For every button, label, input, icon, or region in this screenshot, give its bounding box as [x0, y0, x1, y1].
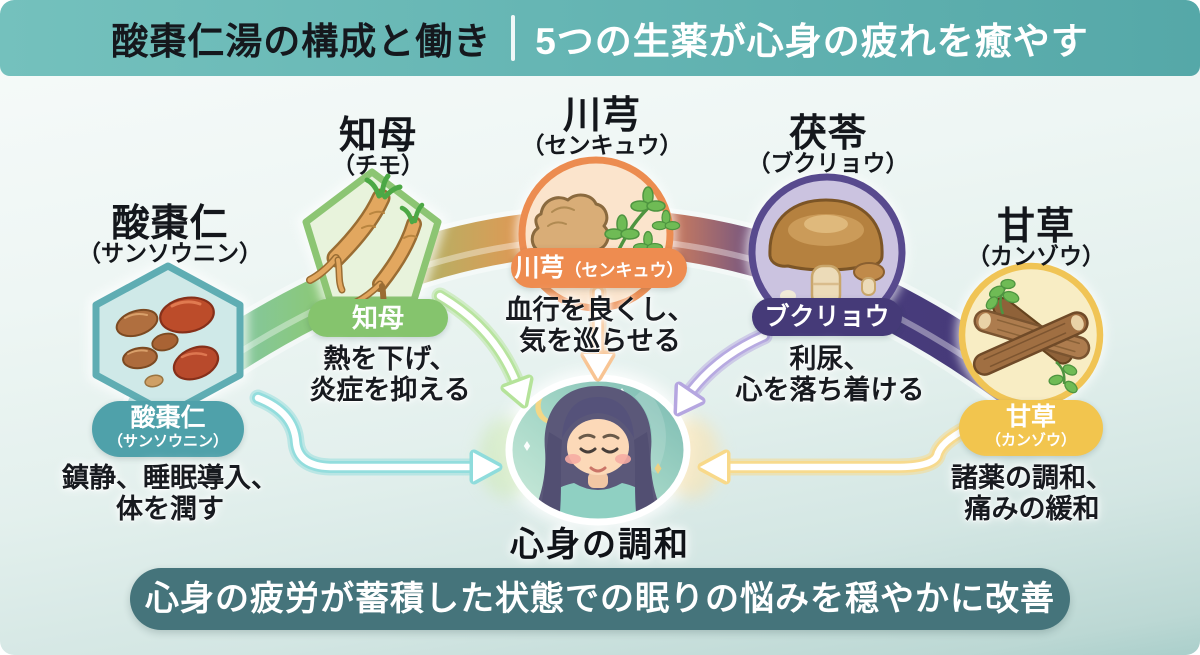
sansounin-badge	[92, 262, 244, 418]
herb-name-senkyu: 川芎	[562, 95, 642, 137]
arrow-kanzo-to-center	[697, 419, 977, 485]
herb-effect-bukuryo: 利尿、 心を落ち着ける	[735, 344, 925, 406]
herb-pill-reading: （カンゾウ）	[985, 432, 1076, 449]
herb-reading-bukuryo: （ブクリョウ）	[747, 150, 909, 176]
bukuryo-mushroom-icon	[768, 198, 885, 308]
herb-pill-bukuryo: ブクリョウ	[752, 298, 902, 336]
herb-effect-sansounin: 鎮静、睡眠導入、 体を潤す	[62, 463, 278, 525]
licorice-sticks-icon	[972, 278, 1091, 394]
herb-pill-label: 川芎	[514, 254, 565, 282]
header-title-right: 5つの生薬が心身の疲れを癒やす	[535, 21, 1089, 62]
chimo-badge	[302, 168, 442, 309]
herb-effect-chimo: 熱を下げ、 炎症を抑える	[309, 344, 471, 406]
jujube-seeds-icon	[115, 296, 220, 388]
footer-summary-banner: 心身の疲労が蓄積した状態での眠りの悩みを穏やかに改善	[130, 568, 1070, 630]
herb-name-bukuryo: 茯苓	[788, 113, 868, 155]
arrow-sansounin-to-center	[249, 389, 503, 485]
header-title-left: 酸棗仁湯の構成と働き	[111, 21, 492, 62]
herb-pill-chimo: 知母	[308, 299, 448, 337]
bukuryo-badge	[748, 173, 906, 331]
header-banner: 酸棗仁湯の構成と働き 5つの生薬が心身の疲れを癒やす	[0, 0, 1200, 76]
herb-pill-reading: （センキュウ）	[564, 261, 684, 280]
herb-name-kanzo: 甘草	[996, 206, 1076, 248]
herb-pill-label: 甘草	[1005, 403, 1056, 431]
arrow-chimo-to-center	[431, 287, 534, 409]
herb-reading-kanzo: （カンゾウ）	[967, 243, 1105, 269]
sleeping-woman-illustration	[523, 381, 668, 519]
herb-name-sansounin: 酸棗仁	[111, 203, 229, 245]
herb-pill-sansounin: 酸棗仁 （サンソウニン）	[92, 401, 244, 457]
kanzo-badge	[958, 262, 1104, 408]
herb-name-chimo: 知母	[338, 115, 418, 157]
herb-pill-reading: （サンソウニン）	[107, 433, 228, 450]
herb-reading-sansounin: （サンソウニン）	[78, 240, 262, 266]
herb-reading-chimo: （チモ）	[332, 152, 424, 178]
arrow-senkyu-to-center	[580, 283, 616, 382]
crescent-moon-icon	[535, 390, 562, 424]
arrow-bukuryo-to-center	[673, 327, 773, 417]
herb-effect-senkyu: 血行を良くし、 気を巡らせる	[505, 295, 695, 357]
header-divider	[511, 15, 516, 61]
herb-effect-kanzo: 諸薬の調和、 痛みの緩和	[951, 463, 1113, 525]
center-harmony-label: 心身の調和	[510, 526, 690, 564]
harmony-medallion	[478, 370, 720, 530]
herb-pill-kanzo: 甘草 （カンゾウ）	[959, 400, 1103, 456]
zhimu-roots-icon	[306, 173, 425, 309]
herb-reading-senkyu: （センキュウ）	[521, 132, 683, 158]
herb-pill-senkyu: 川芎（センキュウ）	[511, 248, 687, 288]
herb-pill-label: 酸棗仁	[130, 404, 206, 432]
